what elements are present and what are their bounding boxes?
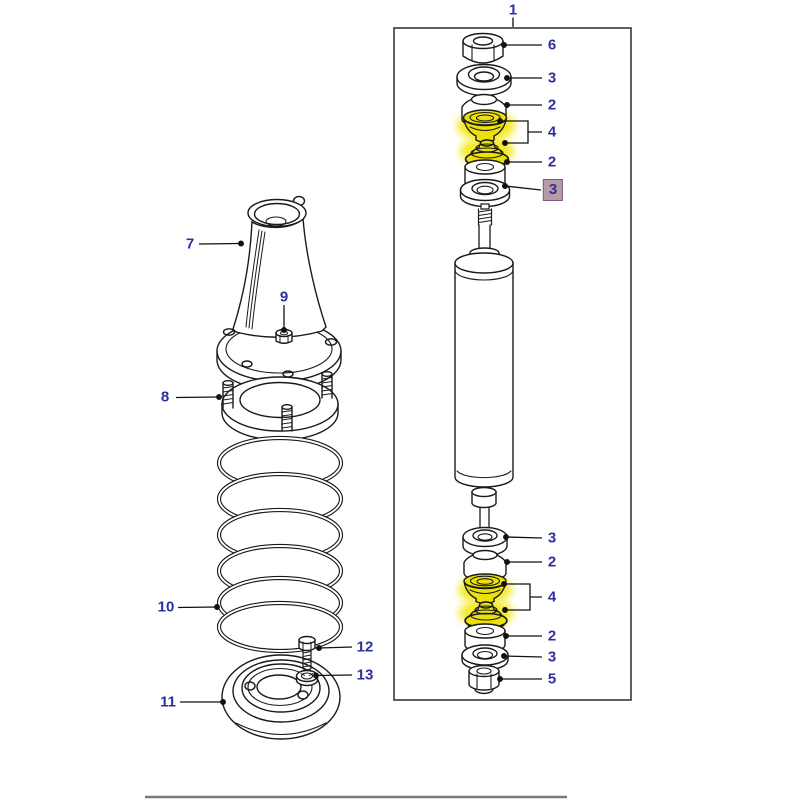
callout-top-locknut-6[interactable]: 6 [547,36,557,54]
bottom-nut [468,664,500,695]
parts-frame [393,27,632,701]
callout-tower-nut-9[interactable]: 9 [279,288,289,306]
callout-lower-washer2-3[interactable]: 3 [547,648,557,666]
upper-washer-1 [456,63,512,97]
lower-cup-top [463,573,507,605]
seat-stud-right [321,371,333,399]
callout-bottom-nut-5[interactable]: 5 [547,670,557,688]
leader-lines [175,17,543,705]
callout-tower-7[interactable]: 7 [185,235,195,253]
shock-absorber [454,203,514,537]
callout-upper-bush2-2[interactable]: 2 [547,153,557,171]
spring-tower [232,195,327,338]
retainer-nut [295,669,319,687]
lower-cup-bottom [464,601,508,630]
callout-lower-bush2-2[interactable]: 2 [547,627,557,645]
callout-bolt-12[interactable]: 12 [356,638,374,656]
callout-selected-washer-3[interactable]: 3 [542,179,564,201]
retainer-bolt [298,635,316,671]
callout-lower-bush-2[interactable]: 2 [547,553,557,571]
callout-upper-cups-4[interactable]: 4 [547,123,557,141]
callout-nut-13[interactable]: 13 [356,666,374,684]
lower-washer-1 [462,526,508,557]
callout-upper-washer-3[interactable]: 3 [547,69,557,87]
road-spring [216,435,344,654]
callout-lower-washer-3[interactable]: 3 [547,529,557,547]
callout-spring-10[interactable]: 10 [157,598,175,616]
top-locknut [462,32,504,64]
tower-nut [275,328,293,344]
callout-plate-11[interactable]: 11 [160,693,176,711]
callout-upper-bush-2[interactable]: 2 [547,96,557,114]
callout-spring-seat-8[interactable]: 8 [160,388,170,406]
callout-assembly-1[interactable]: 1 [508,1,518,19]
spring-seat [221,371,339,441]
callout-lower-cups-4[interactable]: 4 [547,588,557,606]
upper-washer-2 [459,178,511,208]
seat-stud-middle [281,404,293,432]
upper-cup-top [462,109,508,143]
spring-retainer-plate [221,654,341,740]
seat-stud-left [222,380,234,409]
